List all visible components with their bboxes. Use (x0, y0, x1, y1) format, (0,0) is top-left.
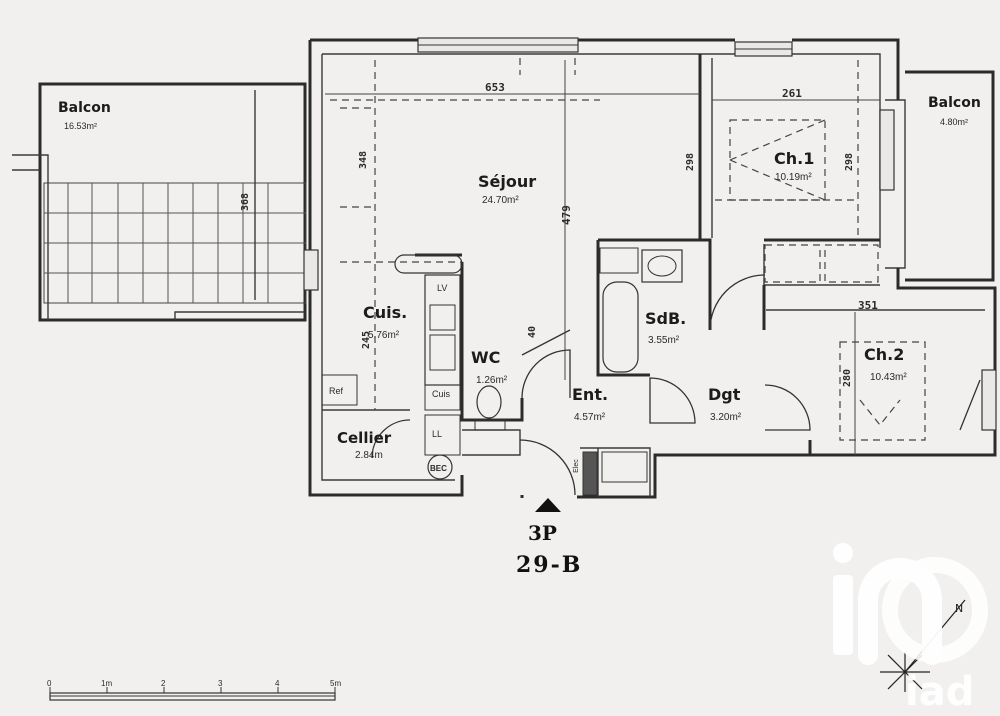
apartment-walls (303, 37, 997, 499)
entrance-arrow-icon (535, 498, 561, 512)
dim-368: 368 (240, 193, 251, 211)
ch1-area: 10.19m² (775, 172, 812, 183)
dim-245: 245 (361, 331, 372, 349)
scale-label-2: 2 (161, 679, 166, 688)
plan-code: 3P (528, 521, 557, 545)
balcon-right-name: Balcon (928, 95, 981, 111)
sdb-area: 3.55m² (648, 335, 680, 346)
scale-label-5: 5m (330, 679, 341, 688)
sejour-name: Séjour (478, 172, 536, 191)
scale-label-4: 4 (275, 679, 280, 688)
dim-40: 40 (527, 326, 538, 338)
dgt-area: 3.20m² (710, 412, 742, 423)
dim-348: 348 (358, 151, 369, 169)
dim-298-left: 298 (685, 153, 696, 171)
scale-label-1: 1m (101, 679, 112, 688)
label-ref: Ref (329, 386, 344, 396)
ch1-name: Ch.1 (774, 149, 814, 168)
label-elec: Elec (573, 459, 580, 473)
svg-text:N: N (955, 602, 963, 615)
toilet-icon (476, 385, 502, 419)
scale-label-0: 0 (47, 679, 52, 688)
dim-261: 261 (782, 87, 802, 100)
boiler-icon (427, 454, 453, 480)
wc-name: WC (471, 348, 500, 367)
plan-lot: 29-B (516, 552, 582, 578)
fixtures (321, 247, 683, 496)
sejour-area: 24.70m² (482, 195, 519, 206)
label-lv: LV (437, 283, 447, 293)
balcon-right-area: 4.80m² (940, 117, 968, 127)
bathtub-icon (602, 281, 639, 373)
dim-653: 653 (485, 81, 505, 94)
dgt-name: Dgt (708, 385, 741, 404)
ent-area: 4.57m² (574, 412, 606, 423)
iad-logo: iad (833, 543, 988, 715)
balcon-left-name: Balcon (58, 100, 111, 116)
balcon-left-area: 16.53m² (64, 121, 97, 131)
wc-area: 1.26m² (476, 375, 508, 386)
cellier-name: Cellier (337, 429, 392, 447)
cellier-area: 2.84m (355, 450, 383, 461)
ent-name: Ent. (572, 385, 608, 404)
ch2-area: 10.43m² (870, 372, 907, 383)
dim-298-right: 298 (844, 153, 855, 171)
balcony-right: Balcon 4.80m² (885, 70, 995, 282)
watermark-brand: iad (905, 669, 974, 715)
sink-icon (641, 249, 683, 283)
electric-panel-icon (582, 451, 598, 496)
compass-icon: N (880, 599, 966, 692)
cuis-name: Cuis. (363, 303, 407, 322)
scale-bar: 0 1m 2 3 4 5m (47, 679, 341, 701)
doors (371, 274, 981, 496)
label-bec: BEC (430, 464, 447, 473)
cuis-area: 5.76m² (368, 330, 400, 341)
label-ll: LL (432, 429, 442, 439)
balcony-left: Balcon 16.53m² 368 (12, 82, 307, 322)
dim-479: 479 (560, 205, 573, 225)
sdb-name: SdB. (645, 309, 686, 328)
balcony-tile-grid (44, 183, 306, 303)
dashed-lines (330, 58, 926, 441)
ch2-name: Ch.2 (864, 345, 904, 364)
label-cuis-fixture: Cuis (432, 389, 451, 399)
scale-label-3: 3 (218, 679, 223, 688)
dim-351: 351 (858, 299, 878, 312)
dim-280: 280 (842, 369, 853, 387)
